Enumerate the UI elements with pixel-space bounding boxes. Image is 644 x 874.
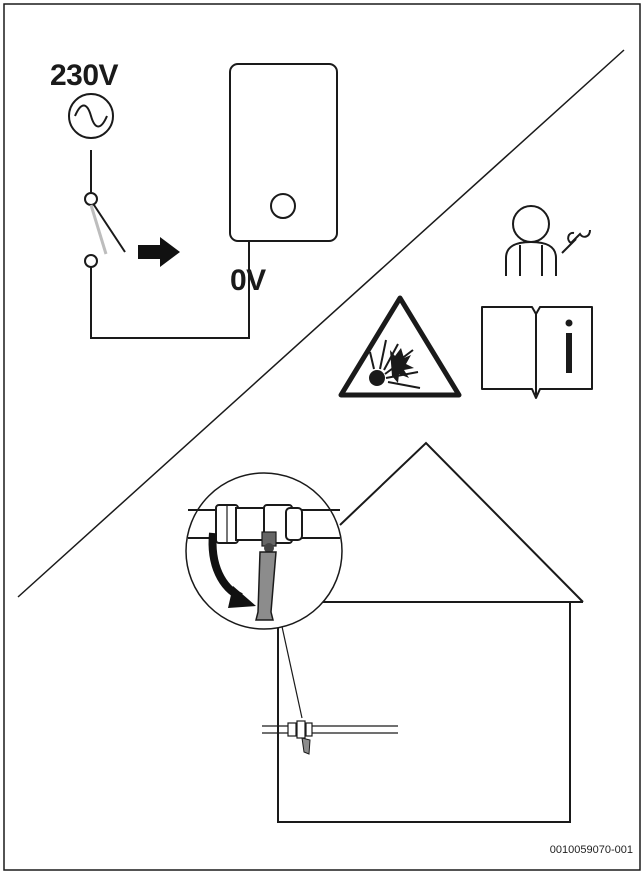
switch-icon: [84, 150, 250, 339]
figure-frame: [3, 3, 641, 871]
diagonal-divider: [17, 49, 625, 598]
explosion-warning-icon: [338, 295, 462, 398]
voltage-off-label: 0V: [230, 264, 266, 297]
gas-valve-icon: [262, 720, 398, 755]
magnifier-leader-line: [280, 621, 303, 719]
valve-detail-magnifier: [185, 472, 343, 630]
arrow-right-icon: [138, 237, 180, 267]
figure-id: 0010059070-001: [550, 844, 633, 856]
water-heater-icon: [229, 63, 338, 242]
information-manual-icon: [481, 306, 593, 399]
house-icon: [277, 441, 584, 823]
voltage-on-label: 230V: [50, 59, 119, 92]
service-technician-icon: [505, 205, 591, 276]
ac-source-icon: [68, 93, 114, 139]
